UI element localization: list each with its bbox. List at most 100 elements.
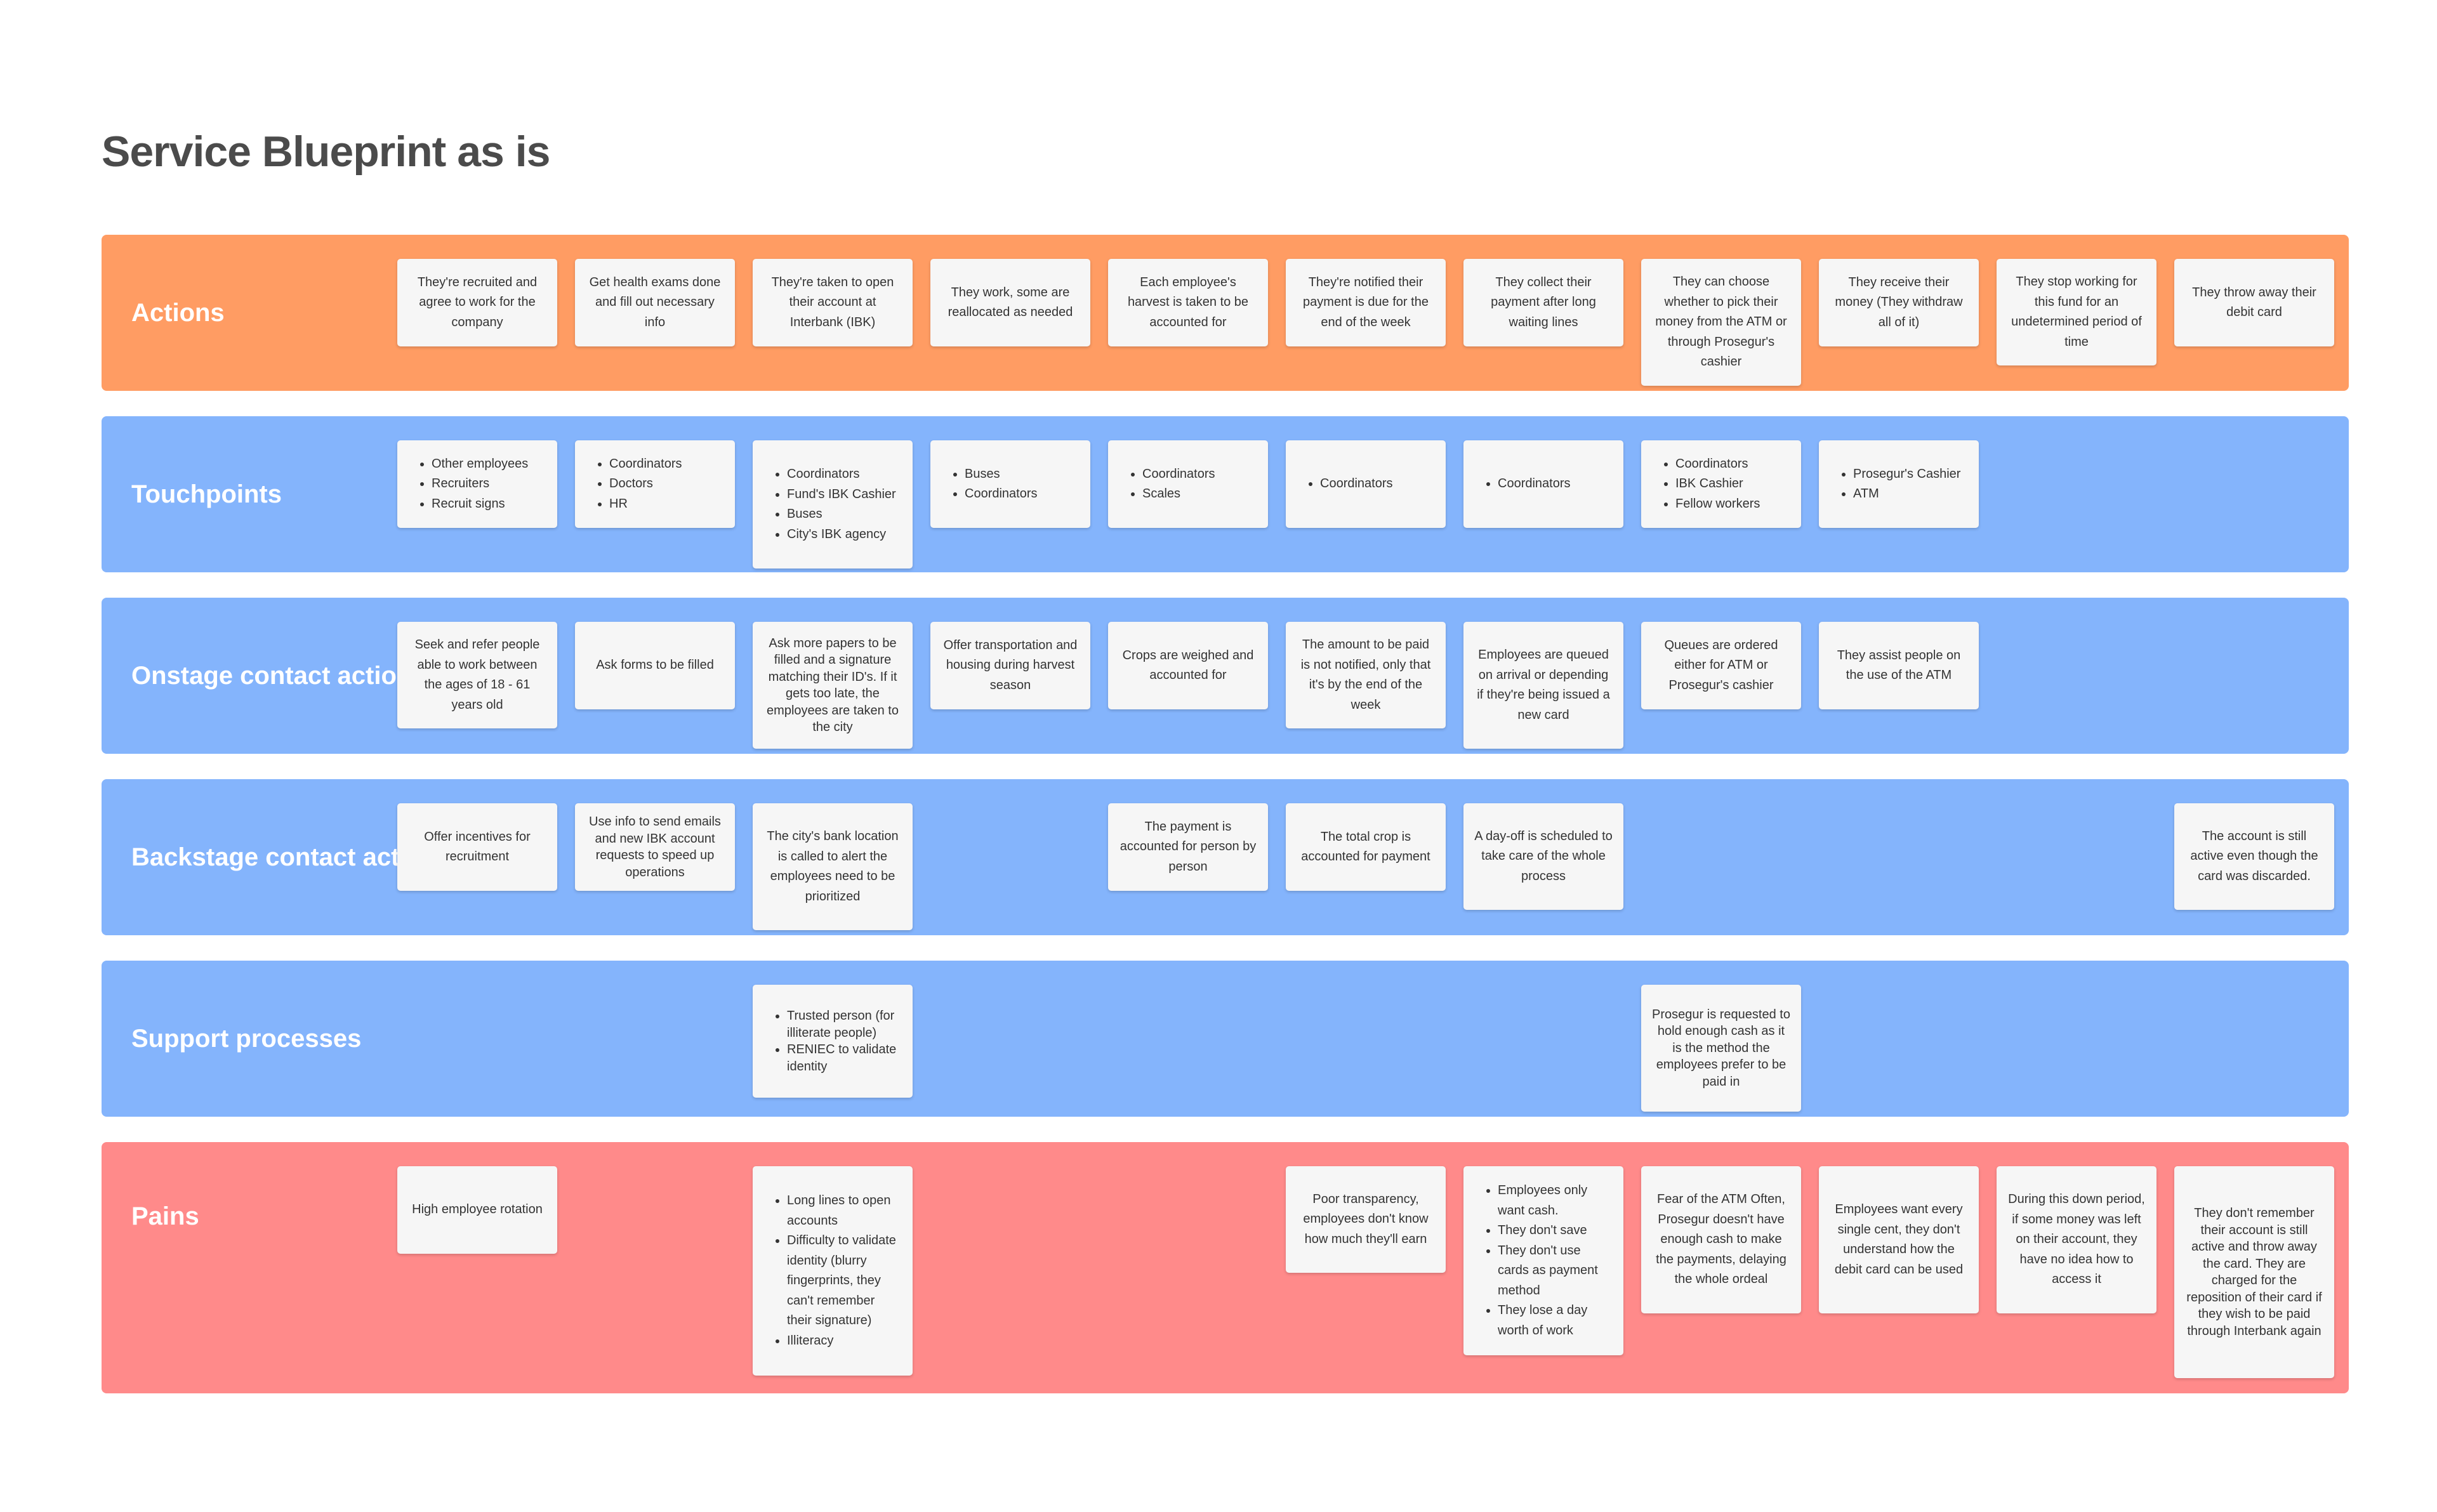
backstage-card-5[interactable]: The total crop is accounted for payment bbox=[1286, 803, 1446, 891]
action-card-3[interactable]: They're taken to open their account at I… bbox=[753, 259, 913, 346]
lane-pains: Pains High employee rotation Long lines … bbox=[102, 1142, 2349, 1393]
touchpoint-card-7[interactable]: Coordinators bbox=[1463, 440, 1623, 528]
pain-card-6[interactable]: Employees want every single cent, they d… bbox=[1819, 1166, 1979, 1313]
lane-touchpoints: Touchpoints Other employees Recruiters R… bbox=[102, 416, 2349, 572]
backstage-card-1[interactable]: Offer incentives for recruitment bbox=[397, 803, 557, 891]
action-card-11[interactable]: They throw away their debit card bbox=[2174, 259, 2334, 346]
backstage-card-2[interactable]: Use info to send emails and new IBK acco… bbox=[575, 803, 735, 891]
pain-list-4: Employees only want cash. They don't sav… bbox=[1483, 1181, 1613, 1341]
list-item: IBK Cashier bbox=[1675, 474, 1760, 494]
touchpoint-card-9[interactable]: Prosegur's Cashier ATM bbox=[1819, 440, 1979, 528]
touchpoint-card-1[interactable]: Other employees Recruiters Recruit signs bbox=[397, 440, 557, 528]
list-item: Fund's IBK Cashier bbox=[787, 485, 896, 505]
lane-label-support: Support processes bbox=[131, 1025, 362, 1053]
pain-list-2: Long lines to open accounts Difficulty t… bbox=[772, 1191, 902, 1351]
list-item: Difficulty to validate identity (blurry … bbox=[787, 1231, 902, 1331]
list-item: They don't use cards as payment method bbox=[1498, 1241, 1613, 1301]
support-list-1: Trusted person (for illiterate people) R… bbox=[772, 1008, 902, 1075]
lane-label-onstage: Onstage contact actions bbox=[131, 662, 426, 690]
backstage-card-3[interactable]: The city's bank location is called to al… bbox=[753, 803, 913, 930]
onstage-card-3[interactable]: Ask more papers to be filled and a signa… bbox=[753, 622, 913, 749]
list-item: HR bbox=[609, 494, 682, 515]
list-item: Fellow workers bbox=[1675, 494, 1760, 515]
touchpoint-card-5[interactable]: Coordinators Scales bbox=[1108, 440, 1268, 528]
list-item: ATM bbox=[1853, 484, 1960, 504]
list-item: Recruiters bbox=[432, 474, 528, 494]
list-item: RENIEC to validate identity bbox=[787, 1041, 902, 1075]
action-card-9[interactable]: They receive their money (They withdraw … bbox=[1819, 259, 1979, 346]
touchpoint-list-5: Coordinators Scales bbox=[1127, 464, 1215, 504]
onstage-card-1[interactable]: Seek and refer people able to work betwe… bbox=[397, 622, 557, 728]
list-item: City's IBK agency bbox=[787, 525, 896, 545]
action-card-2[interactable]: Get health exams done and fill out neces… bbox=[575, 259, 735, 346]
pain-card-2[interactable]: Long lines to open accounts Difficulty t… bbox=[753, 1166, 913, 1376]
action-card-1[interactable]: They're recruited and agree to work for … bbox=[397, 259, 557, 346]
touchpoint-card-8[interactable]: Coordinators IBK Cashier Fellow workers bbox=[1641, 440, 1801, 528]
pain-card-1[interactable]: High employee rotation bbox=[397, 1166, 557, 1254]
touchpoint-list-6: Coordinators bbox=[1305, 474, 1393, 494]
list-item: Coordinators bbox=[1675, 454, 1760, 475]
backstage-card-6[interactable]: A day-off is scheduled to take care of t… bbox=[1463, 803, 1623, 910]
list-item: Coordinators bbox=[1320, 474, 1393, 494]
touchpoint-card-6[interactable]: Coordinators bbox=[1286, 440, 1446, 528]
onstage-card-6[interactable]: The amount to be paid is not notified, o… bbox=[1286, 622, 1446, 728]
lane-label-pains: Pains bbox=[131, 1202, 199, 1230]
list-item: Recruit signs bbox=[432, 494, 528, 515]
touchpoint-card-3[interactable]: Coordinators Fund's IBK Cashier Buses Ci… bbox=[753, 440, 913, 569]
touchpoint-list-1: Other employees Recruiters Recruit signs bbox=[416, 454, 528, 515]
list-item: They lose a day worth of work bbox=[1498, 1301, 1613, 1341]
onstage-card-4[interactable]: Offer transportation and housing during … bbox=[930, 622, 1090, 709]
list-item: Other employees bbox=[432, 454, 528, 475]
action-card-6[interactable]: They're notified their payment is due fo… bbox=[1286, 259, 1446, 346]
list-item: Buses bbox=[965, 464, 1038, 485]
lane-backstage-contact-actions: Backstage contact actions Offer incentiv… bbox=[102, 779, 2349, 935]
list-item: Coordinators bbox=[787, 464, 896, 485]
touchpoint-card-4[interactable]: Buses Coordinators bbox=[930, 440, 1090, 528]
lane-label-touchpoints: Touchpoints bbox=[131, 480, 282, 508]
touchpoint-list-7: Coordinators bbox=[1483, 474, 1571, 494]
onstage-card-9[interactable]: They assist people on the use of the ATM bbox=[1819, 622, 1979, 709]
list-item: Coordinators bbox=[609, 454, 682, 475]
touchpoint-card-2[interactable]: Coordinators Doctors HR bbox=[575, 440, 735, 528]
pain-card-5[interactable]: Fear of the ATM Often, Prosegur doesn't … bbox=[1641, 1166, 1801, 1313]
pain-card-7[interactable]: During this down period, if some money w… bbox=[1997, 1166, 2156, 1313]
list-item: Coordinators bbox=[965, 484, 1038, 504]
list-item: Coordinators bbox=[1498, 474, 1571, 494]
page-title: Service Blueprint as is bbox=[102, 128, 550, 176]
lane-support-processes: Support processes Trusted person (for il… bbox=[102, 961, 2349, 1117]
list-item: Long lines to open accounts bbox=[787, 1191, 902, 1231]
backstage-card-7[interactable]: The account is still active even though … bbox=[2174, 803, 2334, 910]
onstage-card-8[interactable]: Queues are ordered either for ATM or Pro… bbox=[1641, 622, 1801, 709]
list-item: Scales bbox=[1142, 484, 1215, 504]
pain-card-4[interactable]: Employees only want cash. They don't sav… bbox=[1463, 1166, 1623, 1355]
action-card-10[interactable]: They stop working for this fund for an u… bbox=[1997, 259, 2156, 365]
list-item: Trusted person (for illiterate people) bbox=[787, 1008, 902, 1041]
lane-actions: Actions They're recruited and agree to w… bbox=[102, 235, 2349, 391]
onstage-card-7[interactable]: Employees are queued on arrival or depen… bbox=[1463, 622, 1623, 749]
pain-card-3[interactable]: Poor transparency, employees don't know … bbox=[1286, 1166, 1446, 1273]
touchpoint-list-2: Coordinators Doctors HR bbox=[594, 454, 682, 515]
list-item: Doctors bbox=[609, 474, 682, 494]
support-card-2[interactable]: Prosegur is requested to hold enough cas… bbox=[1641, 985, 1801, 1112]
support-card-1[interactable]: Trusted person (for illiterate people) R… bbox=[753, 985, 913, 1098]
action-card-5[interactable]: Each employee's harvest is taken to be a… bbox=[1108, 259, 1268, 346]
touchpoint-list-8: Coordinators IBK Cashier Fellow workers bbox=[1660, 454, 1760, 515]
list-item: Buses bbox=[787, 504, 896, 525]
action-card-7[interactable]: They collect their payment after long wa… bbox=[1463, 259, 1623, 346]
onstage-card-2[interactable]: Ask forms to be filled bbox=[575, 622, 735, 709]
action-card-8[interactable]: They can choose whether to pick their mo… bbox=[1641, 259, 1801, 386]
list-item: Illiteracy bbox=[787, 1331, 902, 1351]
list-item: They don't save bbox=[1498, 1221, 1613, 1241]
pain-card-8[interactable]: They don't remember their account is sti… bbox=[2174, 1166, 2334, 1378]
backstage-card-4[interactable]: The payment is accounted for person by p… bbox=[1108, 803, 1268, 891]
list-item: Coordinators bbox=[1142, 464, 1215, 485]
list-item: Prosegur's Cashier bbox=[1853, 464, 1960, 485]
action-card-4[interactable]: They work, some are reallocated as neede… bbox=[930, 259, 1090, 346]
lane-label-actions: Actions bbox=[131, 299, 225, 327]
onstage-card-5[interactable]: Crops are weighed and accounted for bbox=[1108, 622, 1268, 709]
touchpoint-list-9: Prosegur's Cashier ATM bbox=[1838, 464, 1960, 504]
lane-onstage-contact-actions: Onstage contact actions Seek and refer p… bbox=[102, 598, 2349, 754]
list-item: Employees only want cash. bbox=[1498, 1181, 1613, 1221]
touchpoint-list-4: Buses Coordinators bbox=[949, 464, 1038, 504]
touchpoint-list-3: Coordinators Fund's IBK Cashier Buses Ci… bbox=[772, 464, 896, 544]
